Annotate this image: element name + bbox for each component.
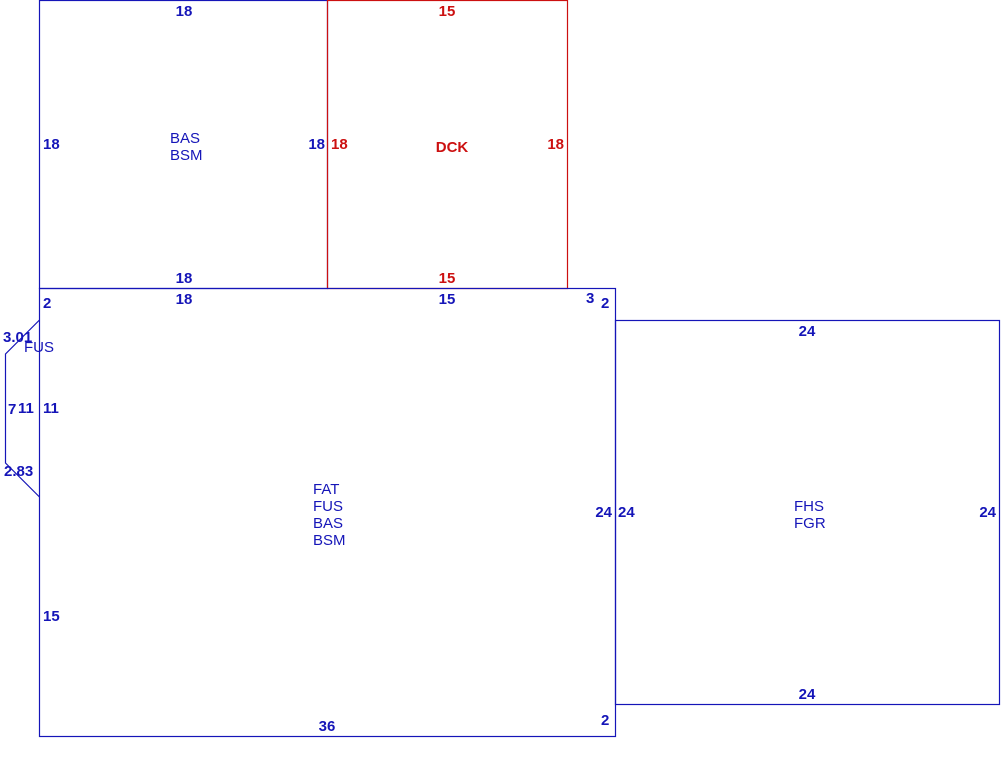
bay-dim-bottom: 2.83 <box>4 463 33 480</box>
main-dim-top-right: 15 <box>439 291 456 308</box>
main-dim-notch-right-top: 2 <box>601 295 609 312</box>
basement-dim-right: 18 <box>308 136 325 153</box>
basement-code-1: BAS <box>170 130 200 147</box>
garage-dim-left: 24 <box>618 504 635 521</box>
main-dim-bottom: 36 <box>319 718 336 735</box>
basement-dim-bottom: 18 <box>176 270 193 287</box>
main-dim-corner-bottom-right: 2 <box>601 712 609 729</box>
basement-dim-top: 18 <box>176 3 193 20</box>
deck-section: 15 18 18 15 DCK <box>326 0 569 290</box>
basement-section: 18 18 18 18 BAS BSM <box>38 0 329 290</box>
garage-dim-bottom: 24 <box>799 686 816 703</box>
deck-dim-right: 18 <box>547 136 564 153</box>
garage-dim-right: 24 <box>979 504 996 521</box>
main-code-2: FUS <box>313 498 343 515</box>
bay-code: FUS <box>24 339 54 356</box>
deck-dim-bottom: 15 <box>439 270 456 287</box>
garage-code-1: FHS <box>794 498 824 515</box>
main-dim-corner-top-left: 2 <box>43 295 51 312</box>
garage-dim-top: 24 <box>799 323 816 340</box>
garage-outline <box>614 319 1001 706</box>
bay-dim-left-a: 7 <box>8 401 16 418</box>
deck-dim-left: 18 <box>331 136 348 153</box>
basement-dim-left: 18 <box>43 136 60 153</box>
main-floor-section: 18 15 2 3 2 11 15 24 36 2 FAT FUS BAS BS… <box>38 287 617 738</box>
bay-dim-left-b: 11 <box>18 400 34 417</box>
main-code-3: BAS <box>313 515 343 532</box>
bay-outline <box>4 319 40 498</box>
basement-code-2: BSM <box>170 147 203 164</box>
garage-section: 24 24 24 24 FHS FGR <box>614 319 1001 706</box>
garage-code-2: FGR <box>794 515 826 532</box>
main-dim-top-left: 18 <box>176 291 193 308</box>
bay-section: 3.01 FUS 7 11 2.83 <box>3 319 54 498</box>
main-code-1: FAT <box>313 481 339 498</box>
main-dim-left-lower: 15 <box>43 608 60 625</box>
main-dim-corner-top-right: 3 <box>586 290 594 307</box>
main-dim-left-upper: 11 <box>43 400 59 417</box>
deck-code: DCK <box>436 139 469 156</box>
main-code-4: BSM <box>313 532 346 549</box>
deck-dim-top: 15 <box>439 3 456 20</box>
bay-dim-top: 3.01 <box>3 329 32 346</box>
main-dim-right: 24 <box>595 504 612 521</box>
